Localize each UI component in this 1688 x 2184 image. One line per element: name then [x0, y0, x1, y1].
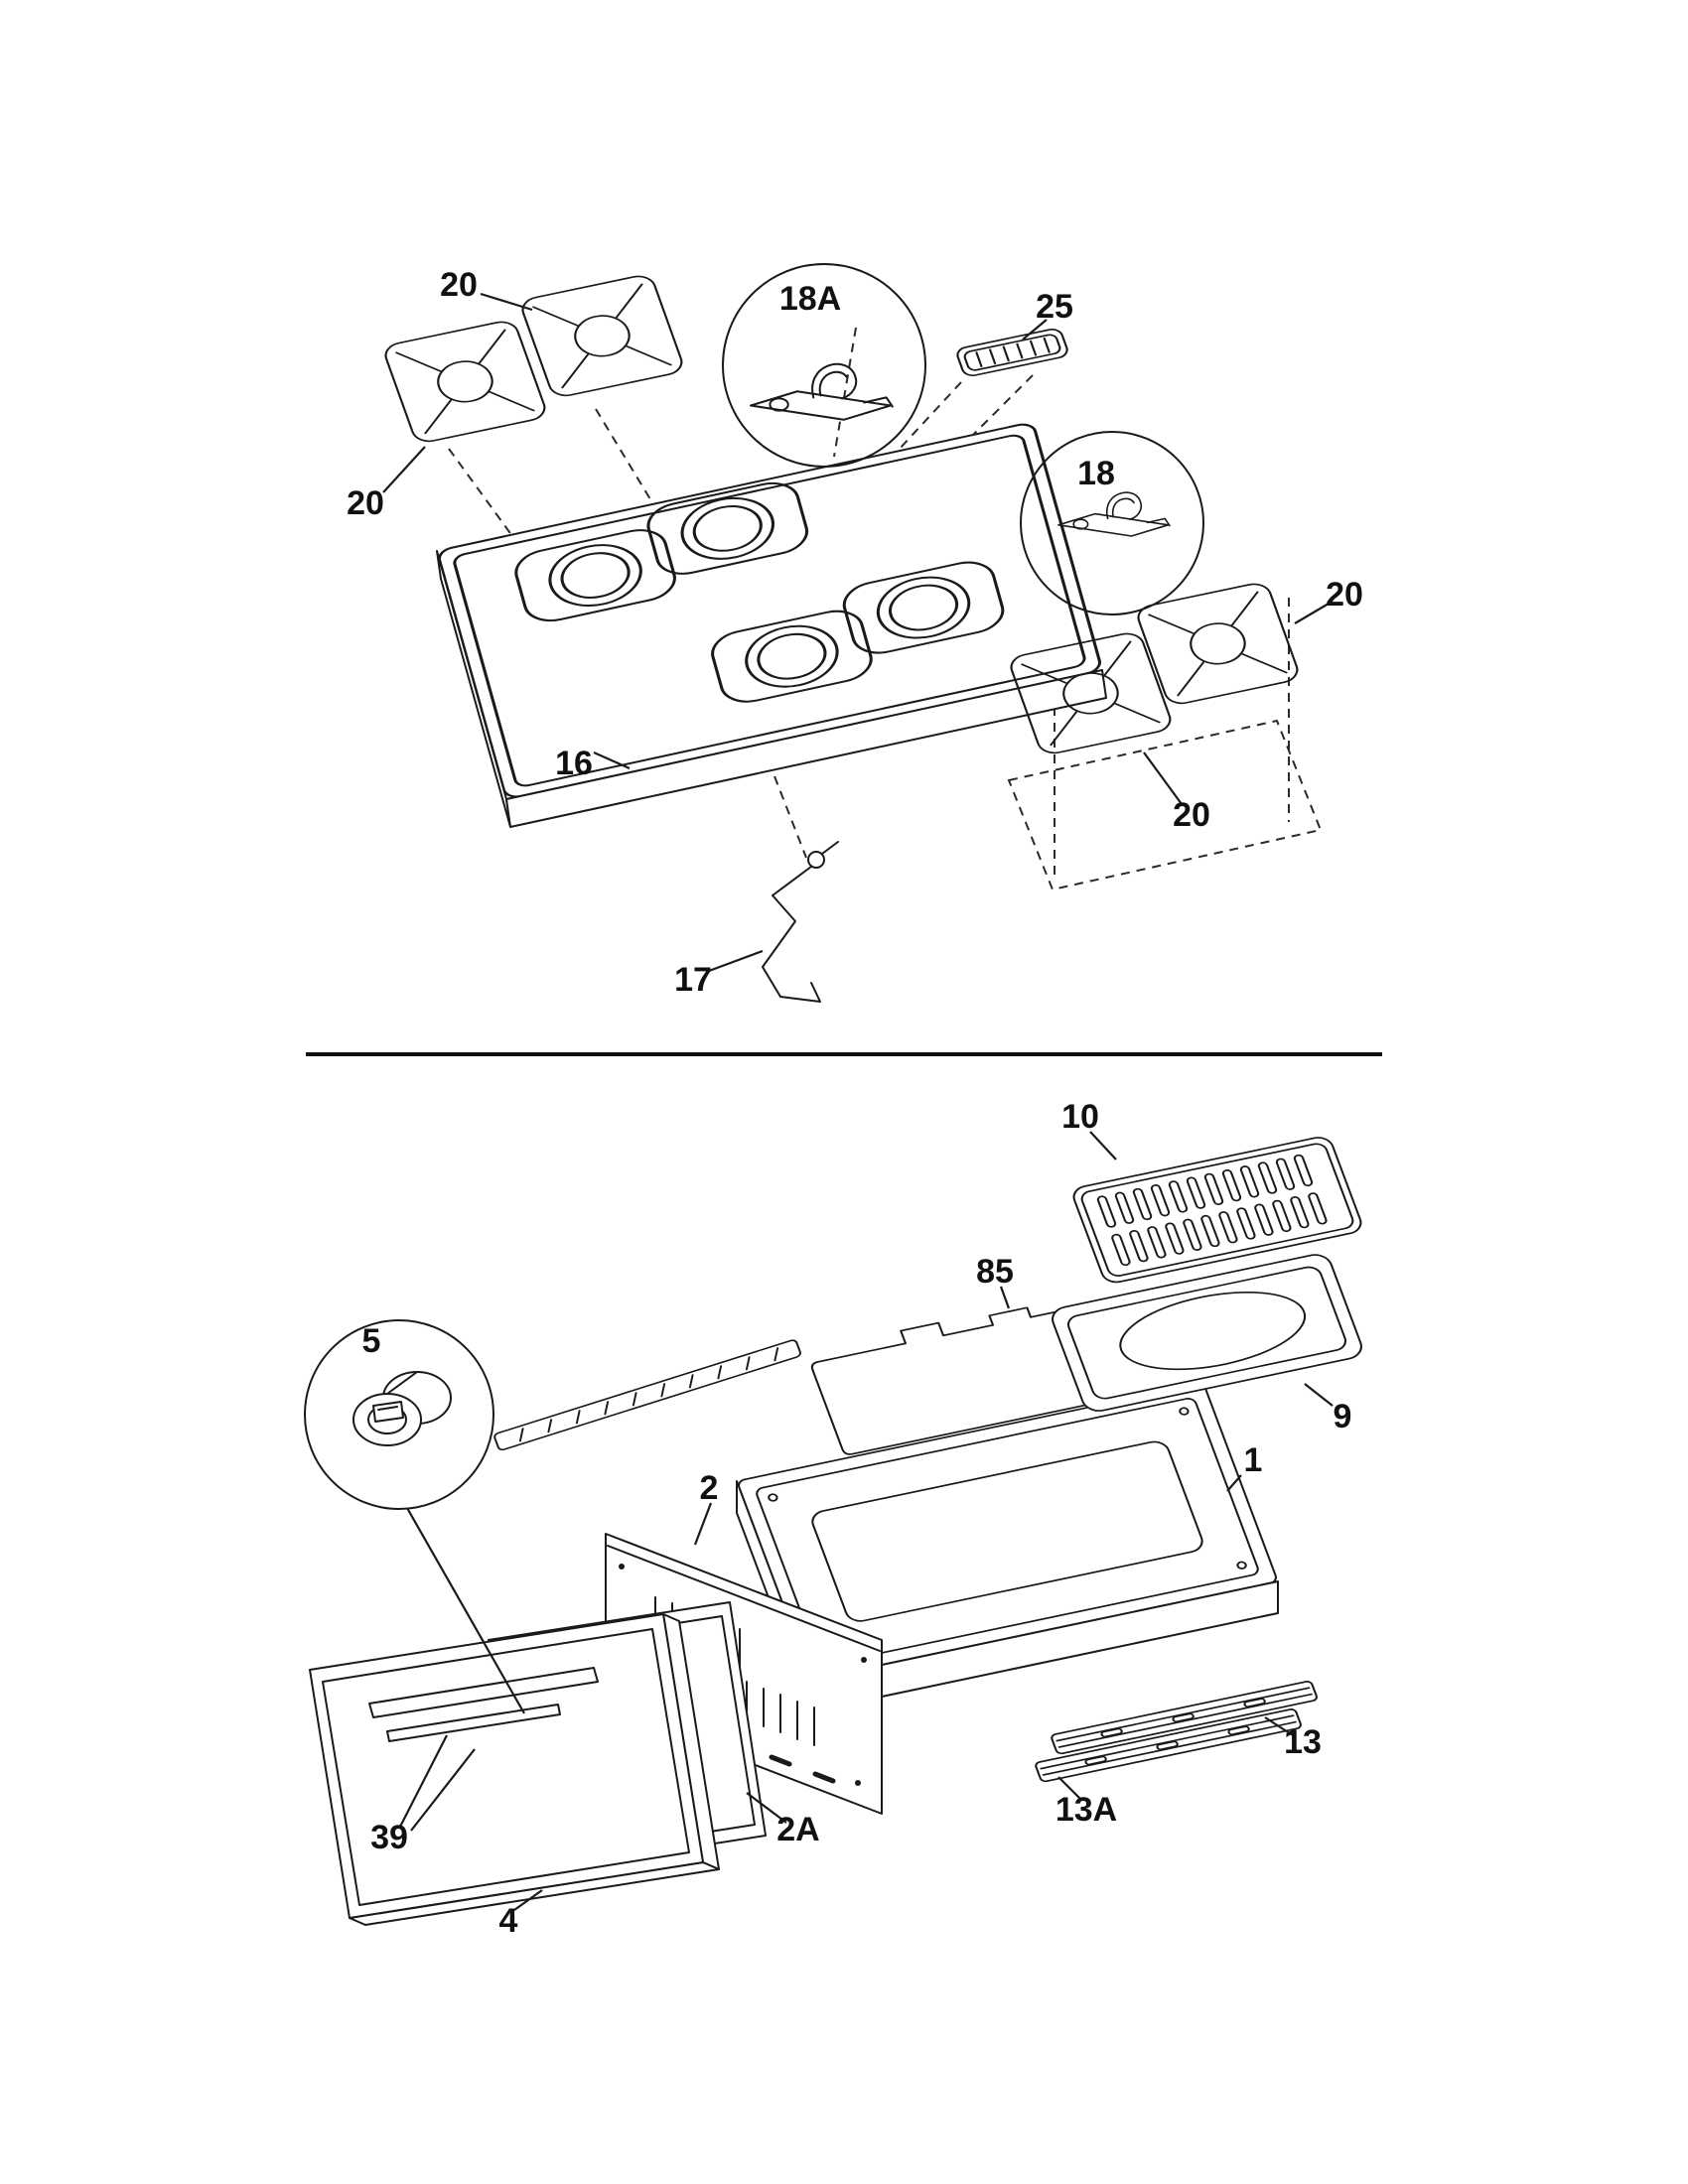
top-section-cooktop	[380, 263, 1323, 1003]
callout-10: 10	[1061, 1098, 1099, 1136]
callout-4: 4	[499, 1902, 518, 1940]
callout-5: 5	[362, 1322, 381, 1360]
grate-front-left-drawing	[380, 318, 550, 446]
callout-25: 25	[1036, 288, 1073, 326]
callout-20-rear-right: 20	[1326, 576, 1363, 614]
callout-17: 17	[674, 961, 712, 999]
callout-20-rear-left: 20	[440, 266, 478, 304]
detail-circle-18	[1020, 431, 1204, 615]
callout-16: 16	[555, 745, 593, 782]
wire-bracket-17-drawing	[762, 841, 839, 1003]
drawer-slide-left-drawing	[493, 1339, 801, 1451]
callout-2a: 2A	[776, 1811, 819, 1848]
drawer-front-4-drawing	[309, 1613, 720, 1926]
detail-circle-18a	[722, 263, 926, 468]
callout-39: 39	[370, 1819, 408, 1856]
callout-20-front-right: 20	[1173, 796, 1210, 834]
broiler-pan-9-drawing	[1052, 1254, 1362, 1412]
callout-20-front-left: 20	[347, 484, 384, 522]
callout-1: 1	[1244, 1441, 1263, 1479]
callout-13: 13	[1284, 1723, 1322, 1761]
broiler-insert-10-drawing	[1072, 1137, 1362, 1284]
callout-leader-lines	[382, 292, 1334, 1911]
burner-25-drawing	[956, 329, 1068, 376]
handle-trim-39-drawing	[368, 1667, 599, 1742]
bottom-section-drawer	[304, 1137, 1362, 1926]
callout-9: 9	[1334, 1398, 1352, 1435]
drawer-body-1-drawing	[736, 1383, 1279, 1712]
callout-13a: 13A	[1055, 1791, 1117, 1829]
grate-rear-left-drawing	[517, 272, 687, 400]
callout-18a: 18A	[779, 280, 841, 318]
maintop-16-drawing	[436, 423, 1107, 828]
callout-labels: 20 20 18A 25 18 20 20 16 17 10 9 85 5 2 …	[347, 266, 1363, 1940]
callout-2: 2	[700, 1469, 719, 1507]
callout-85: 85	[976, 1253, 1014, 1291]
callout-18: 18	[1077, 455, 1115, 492]
detail-circle-5	[304, 1319, 525, 1714]
